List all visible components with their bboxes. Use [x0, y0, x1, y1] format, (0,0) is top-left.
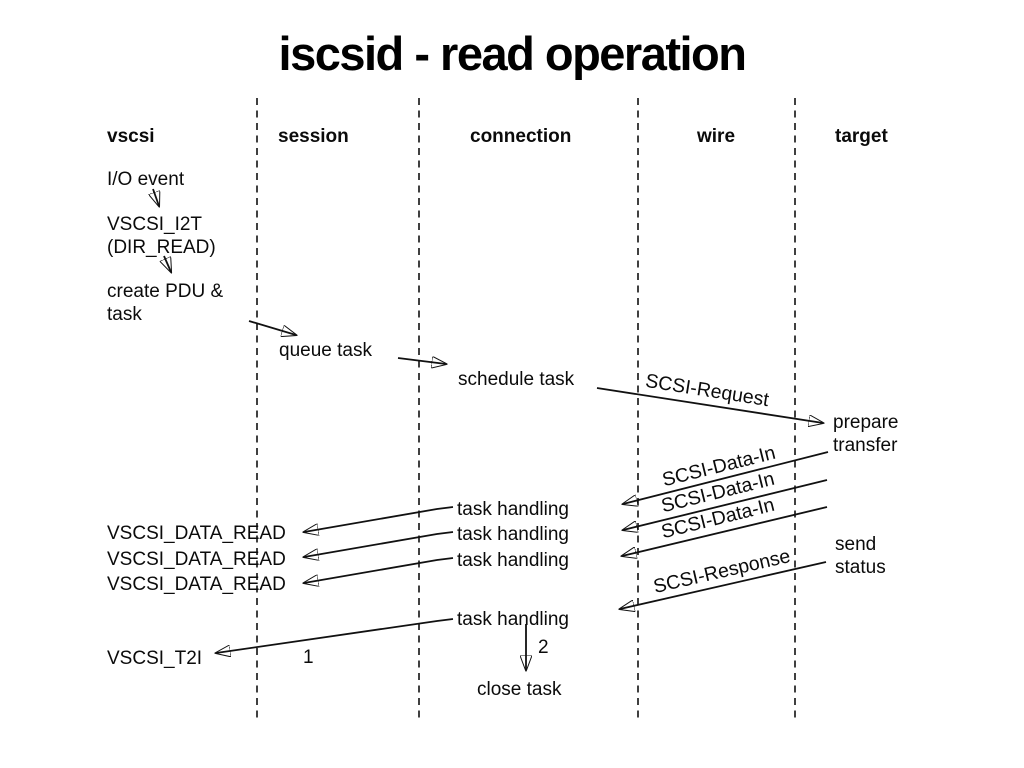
create-pdu-task-label: create PDU & task [107, 281, 224, 325]
column-header-wire: wire [697, 126, 736, 147]
arrow-scsi-request [596, 387, 823, 423]
vscsi-data-read-label-1: VSCSI_DATA_READ [107, 523, 286, 544]
step-number-1: 1 [303, 647, 314, 668]
column-header-session: session [278, 126, 349, 147]
close-task-label: close task [477, 679, 562, 700]
prepare-transfer-label: prepare transfer [833, 412, 899, 456]
vscsi-i2t-arg: (DIR_READ) [107, 237, 216, 258]
arrow-task-handling-to-data-read-1 [304, 506, 454, 532]
arrow-create-to-queue-task [248, 320, 296, 335]
queue-task-label: queue task [279, 340, 372, 361]
slide-title: iscsid - read operation [278, 27, 747, 80]
vscsi-i2t-label: VSCSI_I2T (DIR_READ) [107, 213, 216, 259]
arrow-task-handling-to-t2i [216, 618, 454, 653]
arrow-scsi-data-in-3 [622, 506, 828, 556]
arrow-scsi-data-in-1 [623, 451, 829, 504]
task-handling-label-4: task handling [457, 609, 569, 630]
task-handling-label-1: task handling [457, 499, 569, 520]
task-handling-label-2: task handling [457, 524, 569, 545]
task-handling-label-3: task handling [457, 550, 569, 571]
arrow-i2t-to-create-pdu [164, 255, 171, 272]
schedule-task-label: schedule task [458, 369, 575, 390]
vscsi-i2t-name: VSCSI_I2T [107, 214, 203, 235]
column-header-connection: connection [470, 126, 572, 147]
arrow-scsi-data-in-2 [623, 479, 828, 530]
arrow-io-event-to-i2t [153, 188, 159, 206]
vscsi-data-read-label-2: VSCSI_DATA_READ [107, 549, 286, 570]
arrow-task-handling-to-data-read-2 [304, 531, 454, 557]
vscsi-data-read-label-3: VSCSI_DATA_READ [107, 574, 286, 595]
io-event-label: I/O event [107, 169, 185, 190]
send-status-label: send status [835, 534, 886, 578]
column-header-vscsi: vscsi [107, 126, 155, 147]
arrow-task-handling-to-data-read-3 [304, 557, 454, 583]
step-number-2: 2 [538, 637, 549, 658]
column-header-target: target [835, 126, 888, 147]
arrow-scsi-response [620, 561, 827, 609]
vscsi-t2i-label: VSCSI_T2I [107, 648, 203, 669]
arrow-queue-to-schedule-task [397, 358, 446, 364]
